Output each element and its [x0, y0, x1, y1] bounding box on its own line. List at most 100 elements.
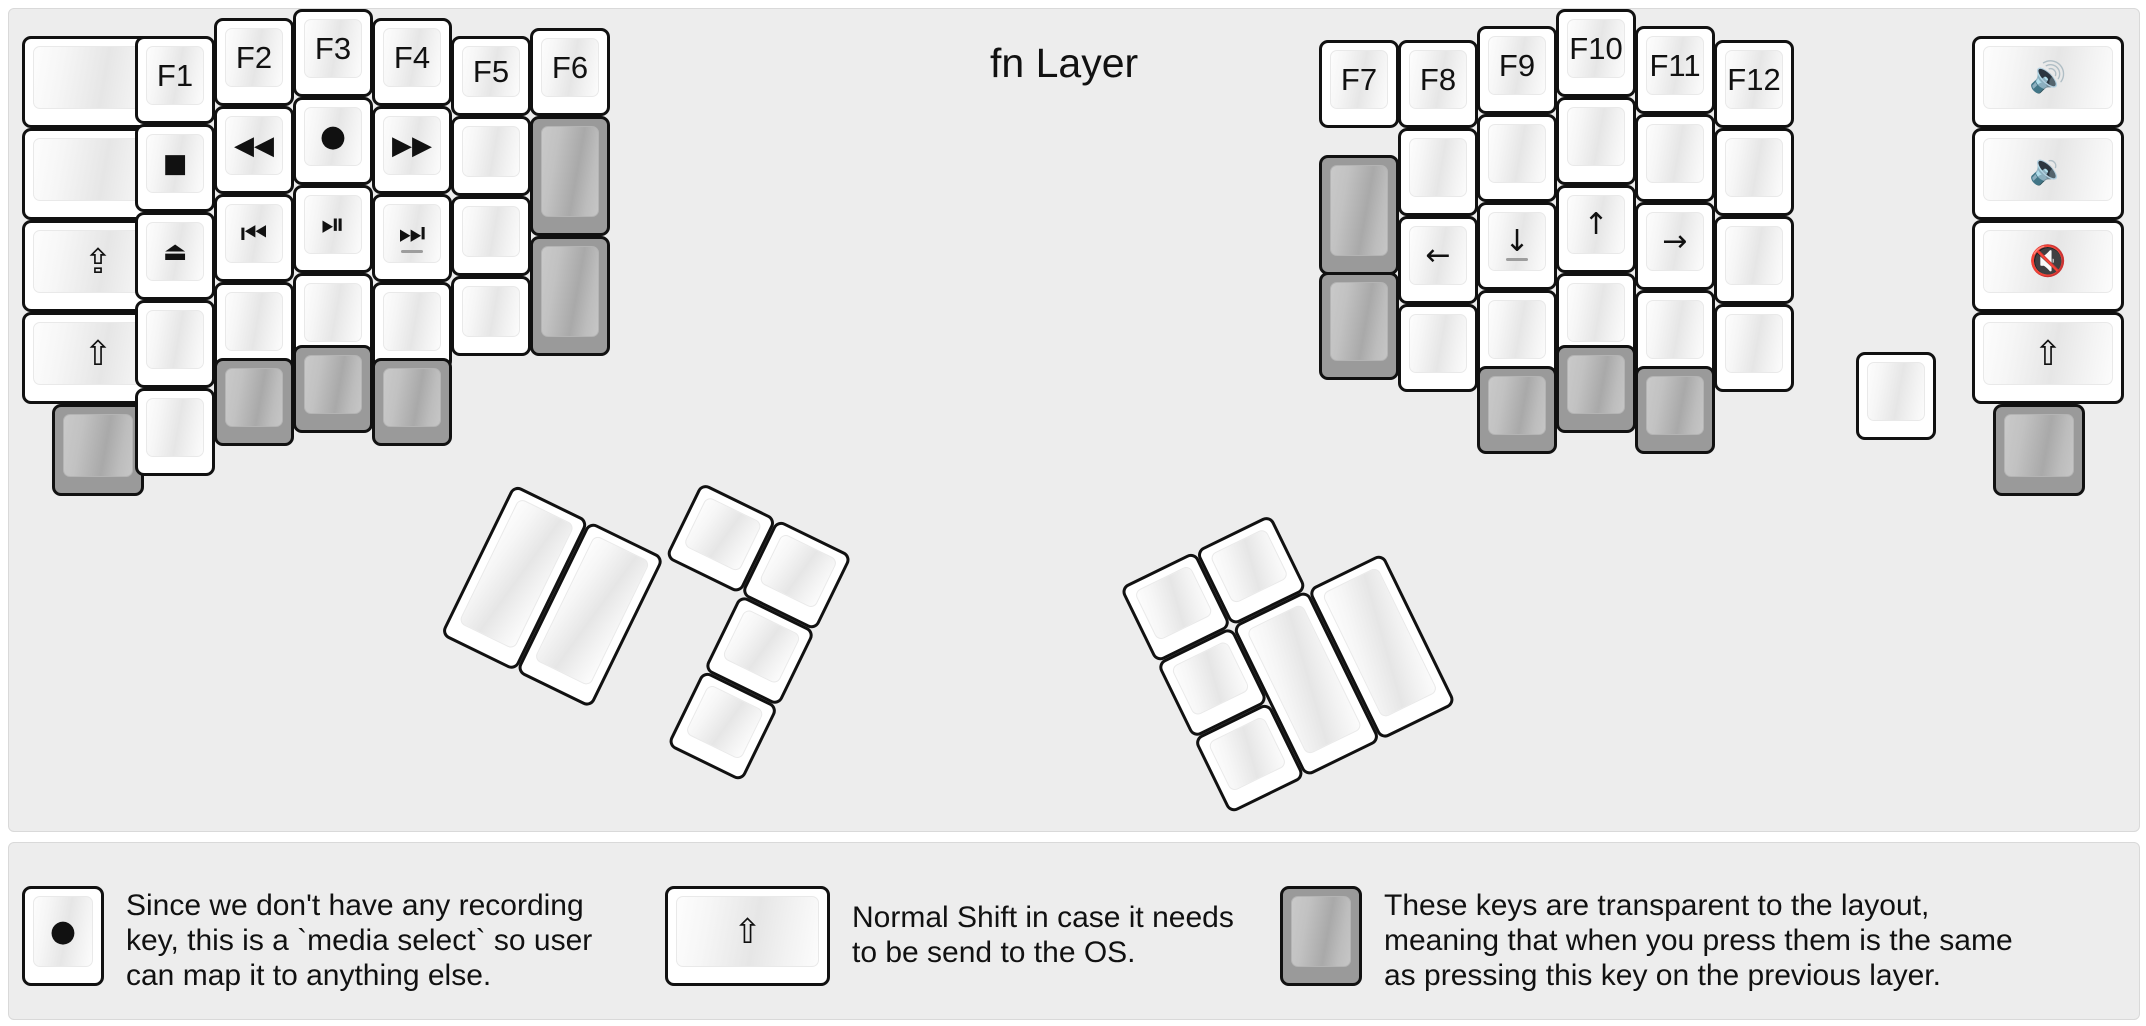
- key-left-c6-transparent-1[interactable]: [530, 116, 610, 236]
- key-left-c2-r4[interactable]: [214, 282, 294, 370]
- key-f3[interactable]: F3: [293, 9, 373, 97]
- key-f4[interactable]: F4: [372, 18, 452, 106]
- keycap: F4: [383, 28, 441, 87]
- key-right-c3-transparent[interactable]: [1556, 345, 1636, 433]
- key-arrow-down[interactable]: ↓: [1477, 202, 1557, 290]
- key-f5[interactable]: F5: [451, 36, 531, 116]
- key-right-c5-r5[interactable]: [1856, 352, 1936, 440]
- keycap: [383, 368, 441, 427]
- keycap: [721, 608, 802, 685]
- legend-panel: [8, 842, 2140, 1020]
- legend-item-transparent: These keys are transparent to the layout…: [1280, 886, 2130, 993]
- key-right-c0-transparent-2[interactable]: [1319, 272, 1399, 380]
- key-right-outer-transparent[interactable]: [1993, 404, 2085, 496]
- key-f1[interactable]: F1: [135, 36, 215, 124]
- key-right-c2-transparent[interactable]: [1477, 366, 1557, 454]
- key-f6[interactable]: F6: [530, 28, 610, 116]
- key-f11[interactable]: F11: [1635, 26, 1715, 114]
- key-f12[interactable]: F12: [1714, 40, 1794, 128]
- key-volume-up[interactable]: 🔊: [1972, 36, 2124, 128]
- key-right-outer-shift[interactable]: ⇧: [1972, 312, 2124, 404]
- key-f8[interactable]: F8: [1398, 40, 1478, 128]
- key-f2[interactable]: F2: [214, 18, 294, 106]
- key-right-c5-r2[interactable]: [1714, 128, 1794, 216]
- keycap: [1209, 527, 1290, 605]
- key-right-c5-r3[interactable]: [1714, 216, 1794, 304]
- key-media-fast-forward[interactable]: ▶▶: [372, 106, 452, 194]
- keycap: ●: [304, 107, 362, 166]
- key-media-prev-track[interactable]: ⏮: [214, 194, 294, 282]
- keycap: [304, 283, 362, 342]
- keycap: [1133, 564, 1214, 642]
- keycap: [225, 368, 283, 427]
- key-right-c1-r4[interactable]: [1398, 304, 1478, 392]
- key-left-c3-transparent[interactable]: [293, 345, 373, 433]
- key-media-play-pause[interactable]: ⏯: [293, 185, 373, 273]
- record-icon: ●: [319, 118, 347, 154]
- key-right-c2-r4[interactable]: [1477, 290, 1557, 378]
- keycap: [1488, 376, 1546, 435]
- key-undermark: [401, 250, 423, 253]
- keycap: F10: [1567, 19, 1625, 78]
- keycap: ⏏: [146, 222, 204, 281]
- key-media-rewind[interactable]: ◀◀: [214, 106, 294, 194]
- key-label: F2: [235, 40, 273, 75]
- key-left-c5-r3[interactable]: [451, 196, 531, 276]
- key-arrow-left[interactable]: ←: [1398, 216, 1478, 304]
- key-media-eject[interactable]: ⏏: [135, 212, 215, 300]
- key-left-c6-transparent-2[interactable]: [530, 236, 610, 356]
- keycap: [1567, 107, 1625, 166]
- keycap: [684, 683, 765, 761]
- key-volume-mute[interactable]: 🔇: [1972, 220, 2124, 312]
- volume-down-icon: 🔉: [2029, 151, 2067, 187]
- keycap: ⏭: [383, 204, 441, 263]
- stop-icon: ■: [162, 148, 188, 179]
- key-volume-down[interactable]: 🔉: [1972, 128, 2124, 220]
- key-left-c1-r4[interactable]: [135, 300, 215, 388]
- key-media-stop[interactable]: ■: [135, 124, 215, 212]
- key-left-c5-r2[interactable]: [451, 116, 531, 196]
- keycap: [462, 286, 520, 337]
- key-arrow-up[interactable]: ↑: [1556, 185, 1636, 273]
- key-label: F4: [393, 40, 431, 75]
- key-media-record[interactable]: ●: [293, 97, 373, 185]
- keycap: [1646, 376, 1704, 435]
- keycap: F9: [1488, 36, 1546, 95]
- key-f10[interactable]: F10: [1556, 9, 1636, 97]
- keycap: [1646, 300, 1704, 359]
- keycap: [304, 355, 362, 414]
- keycap: ←: [1409, 226, 1467, 285]
- keycap: [462, 206, 520, 257]
- page-title: fn Layer: [990, 40, 1139, 86]
- key-right-c1-r2[interactable]: [1398, 128, 1478, 216]
- key-right-c4-r2[interactable]: [1635, 114, 1715, 202]
- key-right-c5-r4[interactable]: [1714, 304, 1794, 392]
- keycap: ⇧: [676, 896, 819, 967]
- key-right-c2-r2[interactable]: [1477, 114, 1557, 202]
- key-left-c4-transparent[interactable]: [372, 358, 452, 446]
- legend-key-shift: ⇧: [665, 886, 830, 986]
- key-label: F9: [1498, 48, 1536, 83]
- key-arrow-right[interactable]: →: [1635, 202, 1715, 290]
- fast-forward-icon: ▶▶: [392, 130, 432, 161]
- keycap: [1567, 355, 1625, 414]
- key-left-outer-transparent[interactable]: [52, 404, 144, 496]
- key-right-c4-r4[interactable]: [1635, 290, 1715, 378]
- play-pause-icon: ⏯: [321, 206, 345, 242]
- keycap: ⏮: [225, 204, 283, 263]
- key-f9[interactable]: F9: [1477, 26, 1557, 114]
- key-media-next-track[interactable]: ⏭: [372, 194, 452, 282]
- keycap: [146, 398, 204, 457]
- key-left-c2-transparent[interactable]: [214, 358, 294, 446]
- key-f7[interactable]: F7: [1319, 40, 1399, 128]
- key-right-c3-r2[interactable]: [1556, 97, 1636, 185]
- keycap: [1170, 640, 1251, 717]
- key-right-c4-transparent[interactable]: [1635, 366, 1715, 454]
- keycap: [225, 292, 283, 351]
- key-left-c1-r5[interactable]: [135, 388, 215, 476]
- key-left-c4-r4[interactable]: [372, 282, 452, 370]
- key-label: F12: [1727, 62, 1781, 97]
- key-label: F10: [1569, 31, 1623, 66]
- key-right-c0-transparent-1[interactable]: [1319, 155, 1399, 275]
- key-left-c5-r4[interactable]: [451, 276, 531, 356]
